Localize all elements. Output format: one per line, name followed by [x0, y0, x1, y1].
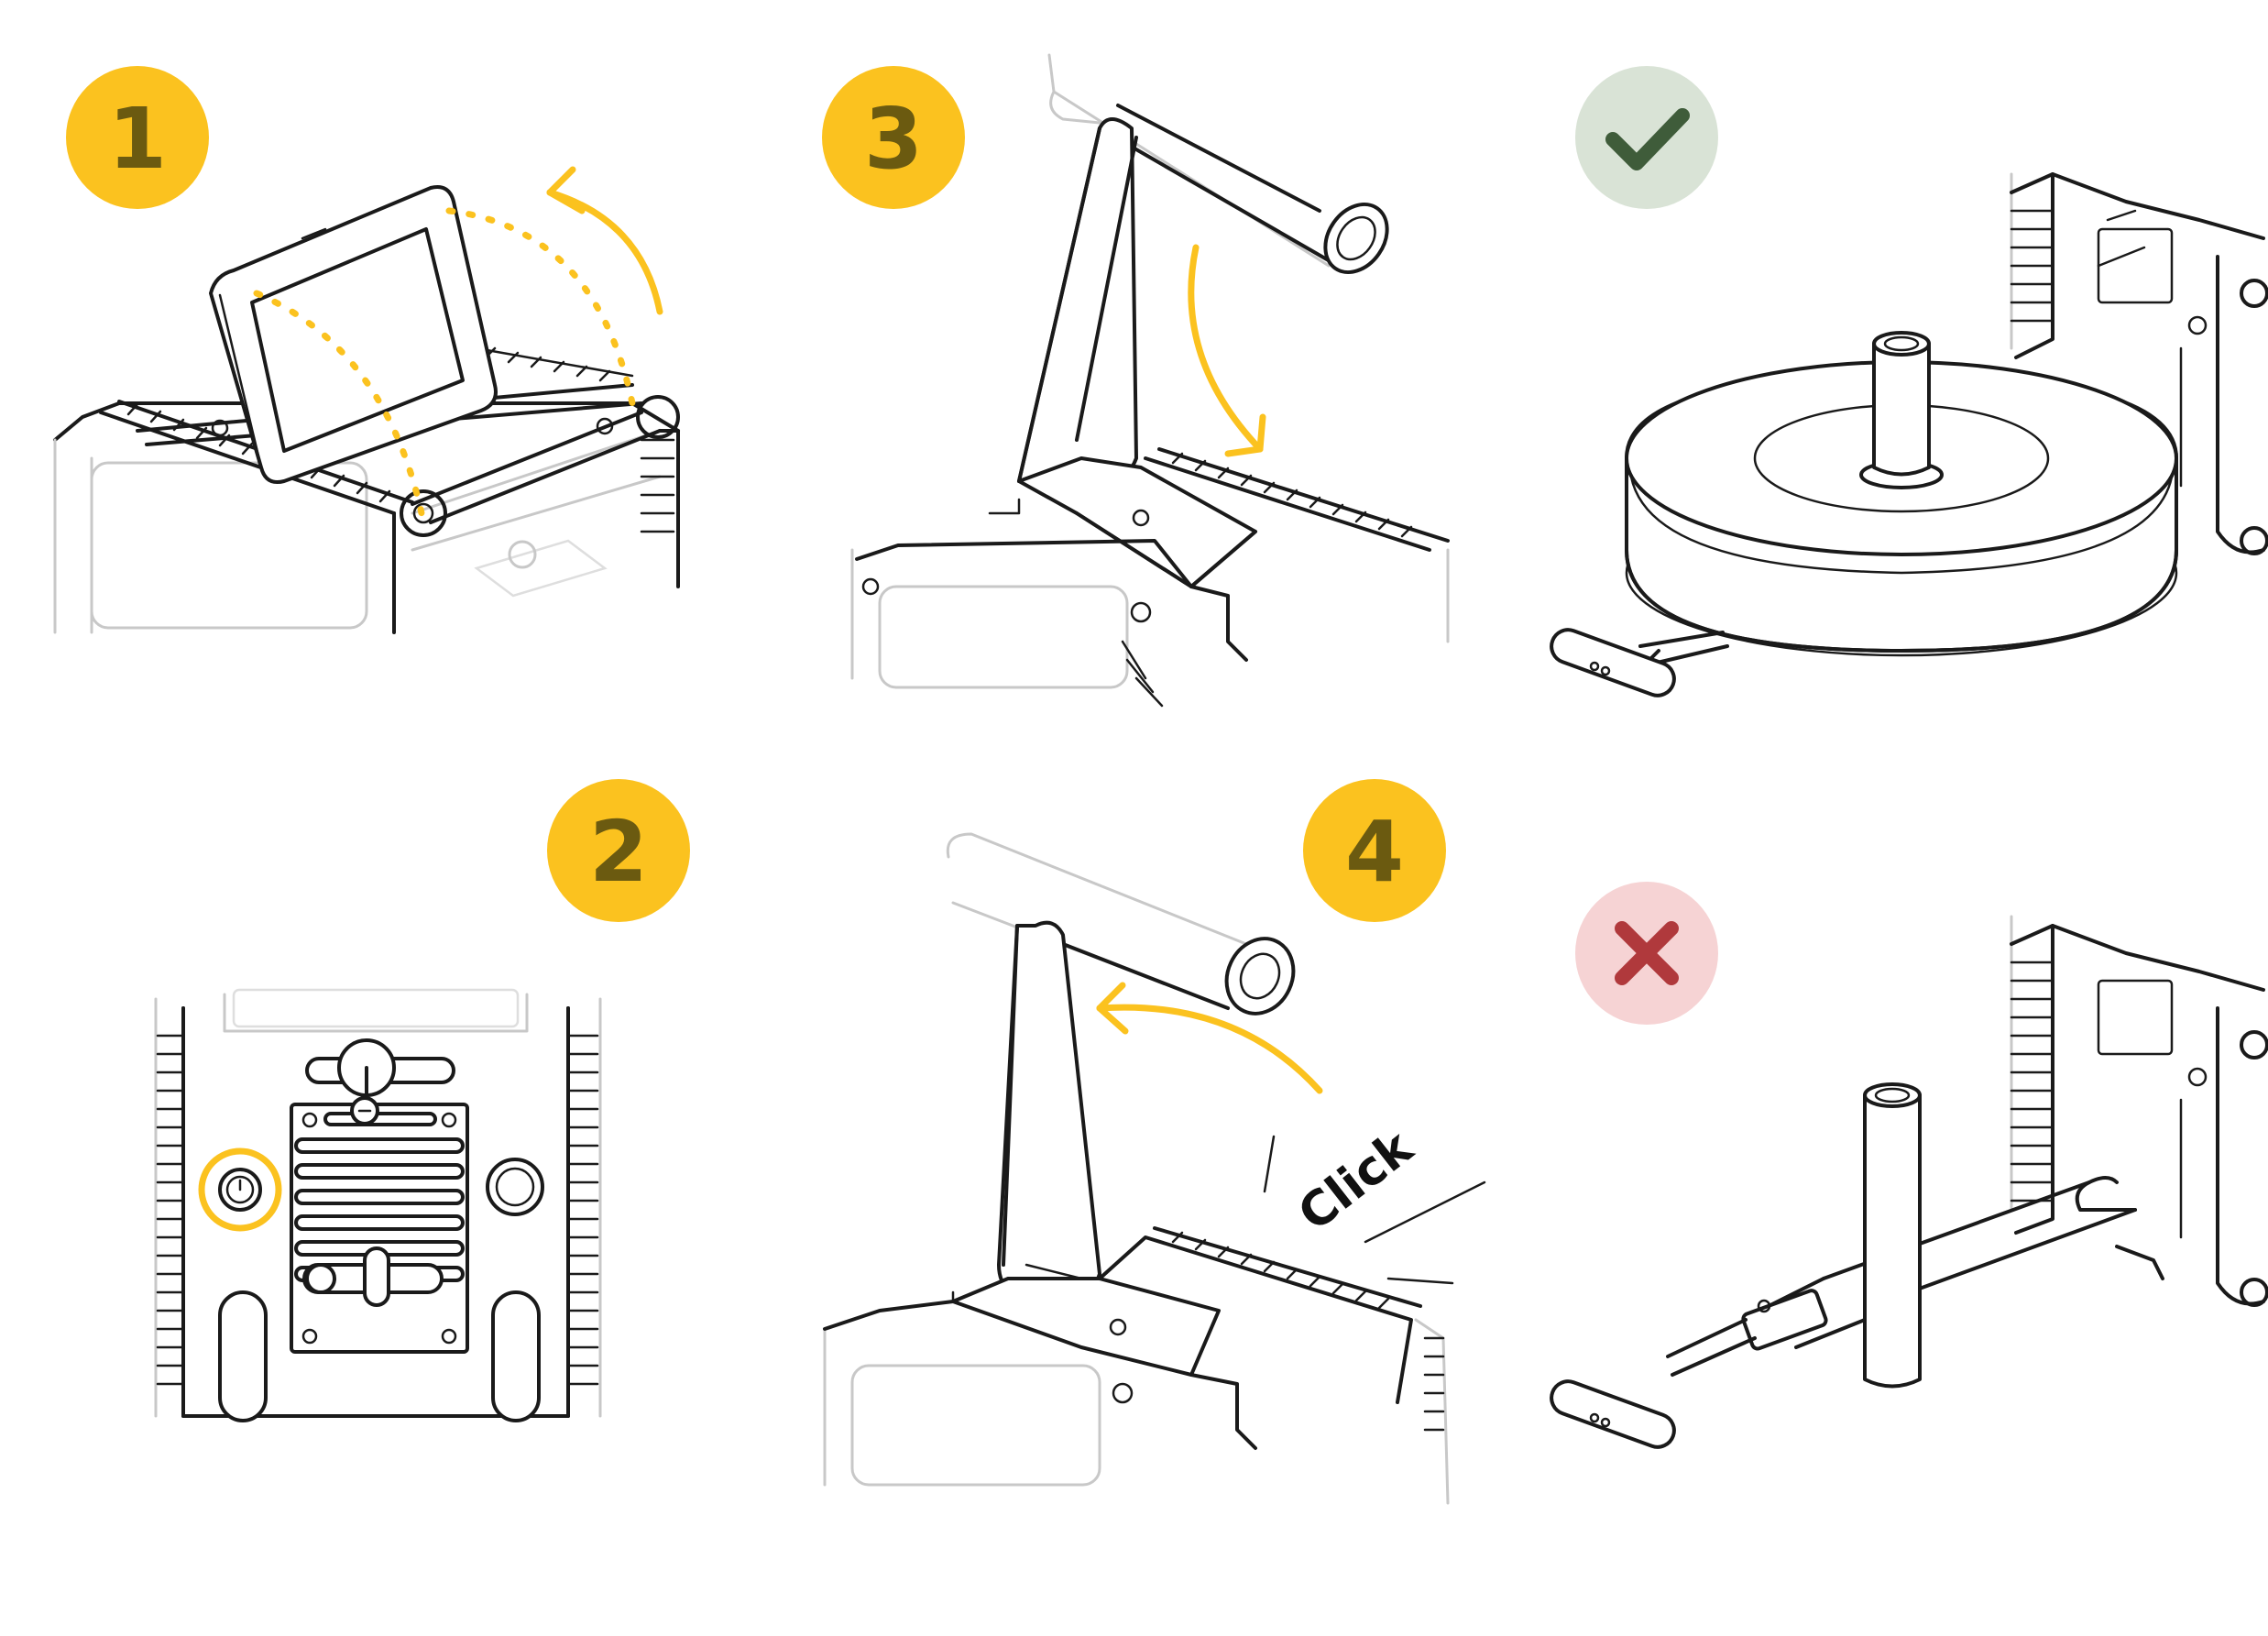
check-icon — [1605, 108, 1690, 170]
right-tread — [566, 997, 602, 1418]
correct-badge — [1575, 66, 1718, 209]
click-line-3 — [1386, 1277, 1454, 1285]
step-3-number: 3 — [864, 90, 923, 188]
step-3-badge: 3 — [822, 66, 965, 209]
motion-path-left — [253, 290, 425, 517]
step-4-number: 4 — [1345, 803, 1404, 901]
step-1-number: 1 — [108, 90, 167, 188]
panel-2-bottom-view — [154, 988, 602, 1422]
tablet-screen-step1 — [209, 185, 498, 484]
step-4-badge: 4 — [1303, 779, 1446, 922]
step-1-badge: 1 — [66, 66, 209, 209]
panel-3-insert-handle — [850, 53, 1450, 708]
incorrect-configuration — [1550, 915, 2268, 1449]
cross-icon — [1615, 921, 1679, 985]
step-2-number: 2 — [589, 803, 648, 901]
correct-configuration — [1550, 172, 2268, 697]
power-button-highlight — [198, 1147, 282, 1232]
panel-1-flip-screen — [53, 166, 680, 634]
robot-body-step1 — [53, 400, 680, 634]
rotate-arrow — [1096, 1004, 1323, 1094]
click-line-2 — [1364, 1180, 1486, 1244]
flip-up-arrow — [546, 189, 663, 315]
left-tread — [154, 997, 185, 1418]
incorrect-badge — [1575, 882, 1718, 1025]
click-line-1 — [1263, 1135, 1276, 1193]
step-2-badge: 2 — [547, 779, 690, 922]
panel-4-rotate-click: Click — [823, 832, 1486, 1505]
motion-path-right — [445, 207, 636, 407]
insert-down-arrow — [1188, 244, 1264, 453]
